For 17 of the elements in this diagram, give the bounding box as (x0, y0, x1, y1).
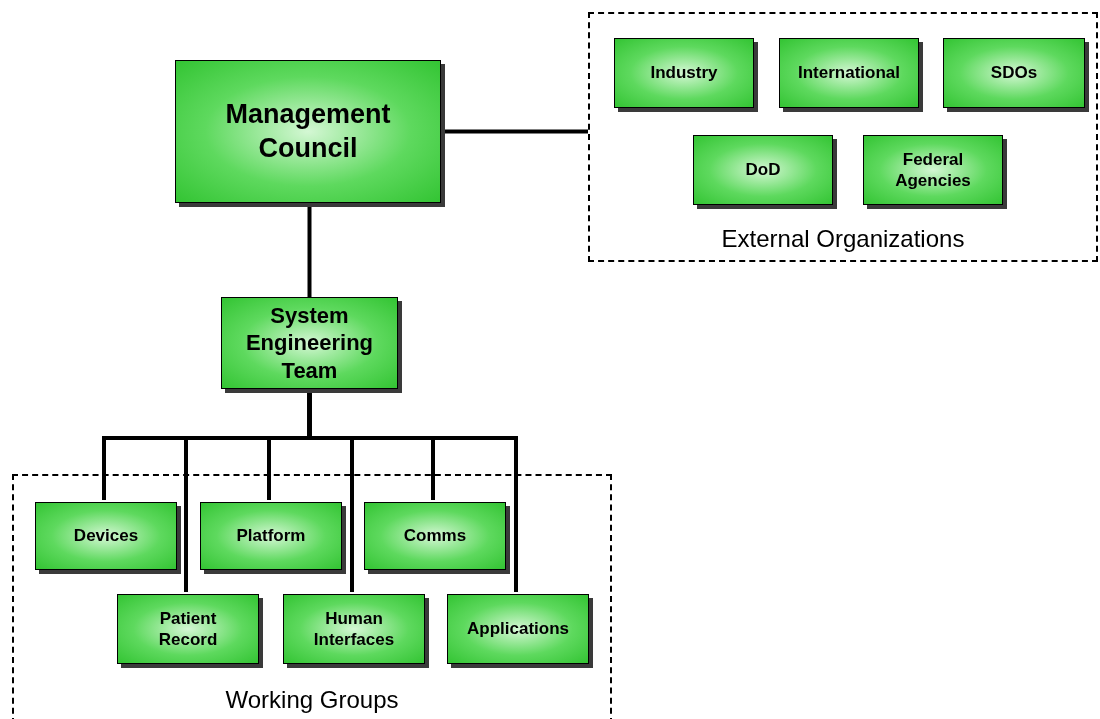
box-label: Human Interfaces (312, 607, 396, 651)
box-label: Patient Record (157, 607, 219, 651)
box-label: International (797, 62, 901, 84)
box-label: Comms (402, 525, 468, 547)
group-label: External Organizations (720, 224, 966, 254)
box-label: Industry (649, 62, 719, 84)
group-label: Working Groups (224, 685, 400, 715)
box-label: System Engineering Team (244, 301, 375, 385)
box-label: Applications (466, 618, 570, 640)
box-label: Devices (72, 525, 140, 547)
dashed-group-frame (12, 474, 612, 719)
dashed-group-frame (588, 12, 1098, 262)
box-label: DoD (744, 159, 782, 181)
box-label: Platform (235, 525, 307, 547)
box-label: Management Council (224, 97, 392, 165)
box-label: SDOs (989, 62, 1039, 84)
box-label: Federal Agencies (894, 148, 972, 192)
